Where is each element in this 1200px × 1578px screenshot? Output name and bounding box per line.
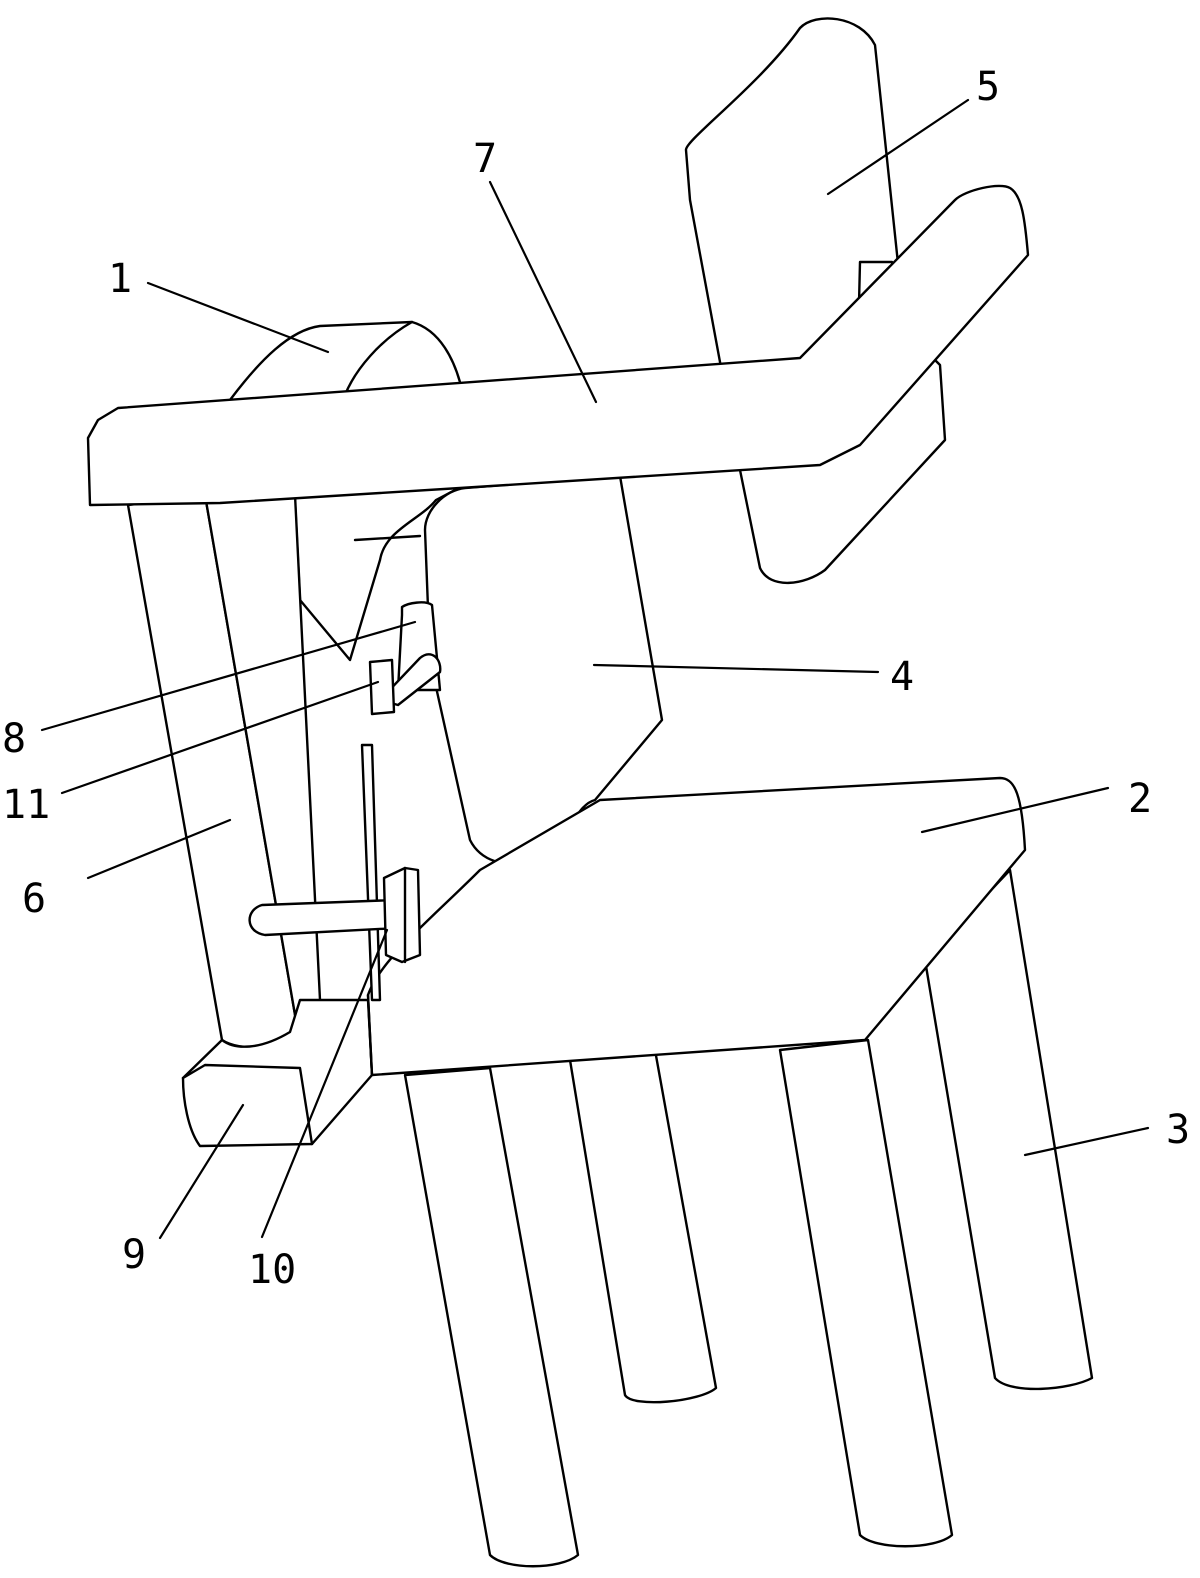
leader-lines	[40, 98, 1150, 1240]
leader-2	[920, 786, 1110, 834]
callout-3: 3	[1166, 1107, 1190, 1153]
front-leg-left	[403, 1066, 580, 1568]
front-legs	[403, 1038, 954, 1568]
handle-lower-edge	[353, 534, 422, 542]
seat-front-edge	[366, 993, 374, 1077]
rear-legs	[568, 868, 1094, 1404]
callout-5: 5	[976, 64, 1000, 110]
leader-8	[40, 620, 417, 732]
base-block-front	[181, 1063, 314, 1148]
hinge-link	[378, 653, 442, 707]
leader-5	[826, 98, 970, 196]
leader-10	[260, 928, 389, 1239]
leader-3	[1023, 1126, 1150, 1157]
rear-leg-left	[568, 1048, 718, 1404]
armrest-frame	[86, 184, 1030, 507]
hinge-block	[368, 658, 396, 716]
leader-9	[158, 1103, 245, 1240]
leader-11	[60, 680, 380, 795]
support-bar	[360, 743, 382, 1002]
callout-10: 10	[248, 1247, 296, 1293]
callout-labels: 1 2 3 4 5 6 7 8 9 10 11	[2, 64, 1190, 1293]
callout-6: 6	[22, 876, 46, 922]
leader-7	[488, 180, 598, 404]
leader-4	[592, 663, 880, 674]
leader-6	[86, 818, 232, 880]
callout-7: 7	[473, 136, 497, 182]
clamp-block	[382, 866, 422, 964]
callout-1: 1	[108, 256, 132, 302]
callout-4: 4	[890, 654, 914, 700]
seat-top	[366, 776, 1027, 1077]
leader-1	[146, 281, 330, 354]
handle-inner-edge	[343, 320, 414, 397]
callout-2: 2	[1128, 776, 1152, 822]
horizontal-rod	[248, 898, 400, 937]
callout-8: 8	[2, 716, 26, 762]
callout-9: 9	[122, 1232, 146, 1278]
callout-11: 11	[2, 782, 50, 828]
front-leg-right	[778, 1038, 954, 1548]
rear-leg-right	[923, 868, 1094, 1391]
